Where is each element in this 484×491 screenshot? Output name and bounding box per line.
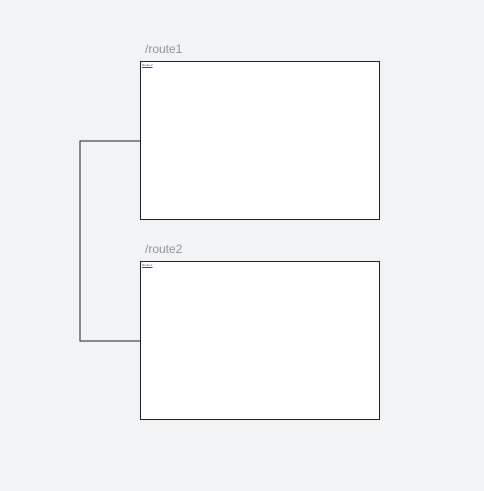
route2-label: /route2 [145,242,183,256]
route2-preview-frame[interactable]: Route 1 [140,261,380,420]
route1-frame-link[interactable]: Route 2 [142,63,153,67]
route1-preview-frame[interactable]: Route 2 [140,61,380,220]
route2-frame-link[interactable]: Route 1 [142,263,153,267]
route1-label: /route1 [145,42,183,56]
route1-to-route2-connector-line [79,140,140,342]
